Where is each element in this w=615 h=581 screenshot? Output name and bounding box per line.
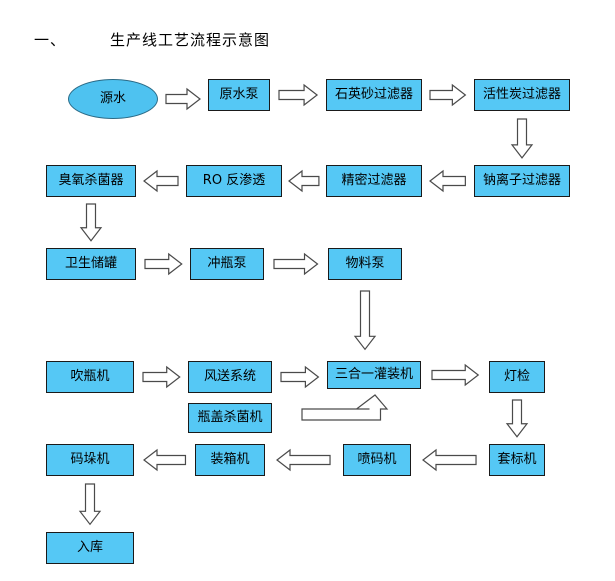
arrow-n18-to-n19 [276,448,332,472]
flow-node-n09[interactable]: 卫生储罐 [46,248,136,280]
arrow-n04-to-n05 [510,117,534,159]
flow-node-n18[interactable]: 喷码机 [343,444,411,476]
flow-node-n05[interactable]: 钠离子过滤器 [474,165,570,197]
arrow-n11-to-n14 [353,290,377,351]
arrow-n16-to-n14 [301,394,389,431]
flow-node-label: 喷码机 [357,451,397,467]
flow-node-label: 源水 [99,90,126,106]
flow-node-n12[interactable]: 吹瓶机 [46,361,134,393]
flow-node-n20[interactable]: 码垛机 [46,444,134,476]
arrow-n03-to-n04 [429,83,467,107]
flow-node-n07[interactable]: RO 反渗透 [186,165,282,197]
flow-node-label: 冲瓶泵 [207,255,247,271]
flow-node-label: RO 反渗透 [202,172,266,188]
arrow-n20-to-n21 [78,483,102,526]
flow-node-label: 臭氧杀菌器 [58,172,124,188]
arrow-n06-to-n07 [288,169,320,193]
flow-node-n02[interactable]: 原水泵 [208,79,270,111]
flow-node-n16[interactable]: 瓶盖杀菌机 [188,403,272,433]
flow-node-label: 石英砂过滤器 [334,86,413,102]
flow-node-label: 物料泵 [345,255,385,271]
flow-node-label: 活性炭过滤器 [482,86,561,102]
flow-node-n19[interactable]: 装箱机 [195,444,265,476]
flow-node-label: 卫生储罐 [64,255,117,271]
arrow-n17-to-n18 [422,448,478,472]
flow-node-n15[interactable]: 灯检 [489,361,545,393]
arrow-n13-to-n14 [280,365,320,389]
arrow-n12-to-n13 [142,365,181,389]
arrow-n01-to-n02 [165,87,201,111]
page-title: 生产线工艺流程示意图 [110,31,271,49]
flow-node-n04[interactable]: 活性炭过滤器 [474,79,570,111]
arrow-n14-to-n15 [431,363,480,387]
flow-node-label: 码垛机 [70,451,110,467]
flow-node-label: 吹瓶机 [70,368,110,384]
flow-node-label: 套标机 [497,451,537,467]
flow-node-n01[interactable]: 源水 [68,79,158,119]
flow-node-n14[interactable]: 三合一灌装机 [327,361,421,389]
flow-node-n11[interactable]: 物料泵 [328,248,402,280]
flow-node-n08[interactable]: 臭氧杀菌器 [46,165,136,197]
arrow-n05-to-n06 [429,169,467,193]
arrow-n08-to-n09 [79,203,103,242]
flow-node-label: 入库 [76,539,103,555]
flow-node-label: 灯检 [503,368,530,384]
flow-node-label: 装箱机 [210,451,250,467]
flow-node-n13[interactable]: 风送系统 [188,361,272,393]
flow-node-label: 风送系统 [203,368,256,384]
flow-node-label: 三合一灌装机 [334,366,413,382]
arrow-n10-to-n11 [273,252,319,276]
flow-node-n21[interactable]: 入库 [46,532,134,564]
flow-node-label: 钠离子过滤器 [482,172,561,188]
flow-node-n17[interactable]: 套标机 [489,444,545,476]
arrow-n09-to-n10 [144,252,183,276]
flow-node-label: 瓶盖杀菌机 [197,409,263,425]
arrow-n19-to-n20 [142,448,186,472]
flow-node-n03[interactable]: 石英砂过滤器 [326,79,422,111]
heading-index: 一、 [34,31,67,49]
flow-node-label: 原水泵 [219,86,259,102]
arrow-n07-to-n08 [143,169,179,193]
flow-node-n10[interactable]: 冲瓶泵 [190,248,264,280]
flow-node-n06[interactable]: 精密过滤器 [326,165,422,197]
arrow-n02-to-n03 [278,83,319,107]
arrow-n15-to-n17 [505,399,529,438]
flow-node-label: 精密过滤器 [341,172,407,188]
